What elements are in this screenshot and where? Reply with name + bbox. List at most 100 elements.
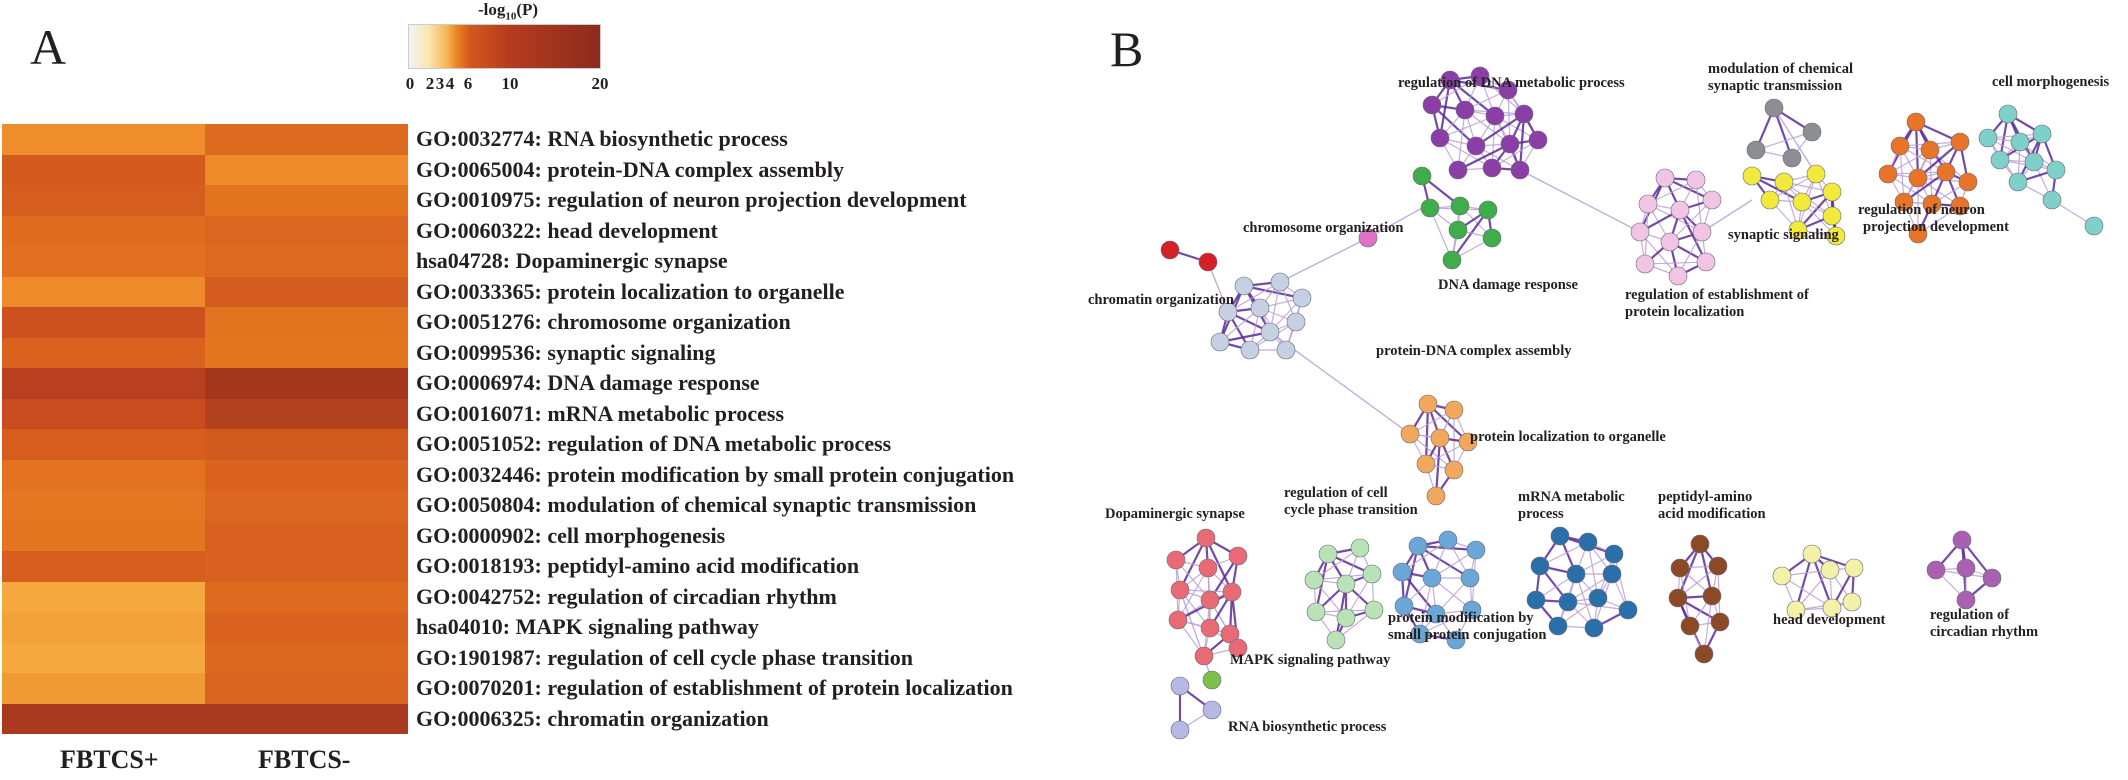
network-node xyxy=(1292,288,1312,308)
network-node xyxy=(1782,148,1802,168)
network-edge xyxy=(1431,104,1477,147)
label-head-development: head development xyxy=(1773,612,1886,628)
network-edge xyxy=(1449,79,1496,117)
network-node xyxy=(1550,526,1570,546)
network-edge xyxy=(1703,595,1713,655)
heatmap-row xyxy=(2,520,408,551)
network-node xyxy=(1680,616,1700,636)
network-node xyxy=(1558,592,1578,612)
color-scale-title-suffix: (P) xyxy=(516,0,539,19)
network-node xyxy=(1446,630,1466,650)
heatmap-row xyxy=(2,246,408,277)
network-edge xyxy=(1781,575,1833,609)
label-peptidyl-amino-2: acid modification xyxy=(1658,506,1766,522)
heatmap-row xyxy=(2,337,408,368)
network-node xyxy=(1196,528,1216,548)
cluster-dna-metabolic xyxy=(1422,66,1548,180)
network-edge xyxy=(1519,169,1641,233)
cluster-circadian xyxy=(1926,530,2002,610)
network-node xyxy=(1160,240,1180,260)
network-edge xyxy=(1701,199,1753,233)
label-establishment-localization-2: protein localization xyxy=(1625,304,1744,320)
cluster-small-protein xyxy=(1392,530,1486,650)
network-node xyxy=(2032,124,2052,144)
network-node xyxy=(1702,190,1722,210)
cluster-mapk xyxy=(1202,670,1222,690)
network-node xyxy=(1198,558,1218,578)
network-node xyxy=(1478,200,1498,220)
cluster-establishment-localization xyxy=(1630,168,1722,286)
heatmap-row xyxy=(2,154,408,185)
heatmap-cell-fbtcs-positive xyxy=(2,429,205,460)
network-node xyxy=(1400,424,1420,444)
network-node xyxy=(1202,700,1222,720)
network-edge xyxy=(1669,199,1713,243)
heatmap-cell-fbtcs-negative xyxy=(205,673,408,704)
network-edge xyxy=(1431,75,1481,106)
network-node xyxy=(1920,140,1940,160)
network-node xyxy=(1890,136,1910,156)
heatmap-cell-fbtcs-negative xyxy=(205,185,408,216)
heatmap-cell-fbtcs-positive xyxy=(2,551,205,582)
network-edge xyxy=(1773,107,1817,175)
network-node xyxy=(1498,80,1518,100)
color-scale-title: -log10(P) xyxy=(408,0,608,22)
network-node xyxy=(1200,618,1220,638)
panel-label-b: B xyxy=(1110,21,1144,77)
network-node xyxy=(1276,340,1296,360)
label-regulation-circadian-1: regulation of xyxy=(1930,607,2009,623)
scale-tick: 0 xyxy=(405,74,415,93)
network-node xyxy=(1394,596,1414,616)
network-node xyxy=(1788,220,1808,240)
cluster-peptidyl xyxy=(1668,534,1730,664)
heatmap-row xyxy=(2,612,408,643)
cluster-synaptic-signaling xyxy=(1742,164,1846,246)
network-node xyxy=(1500,134,1520,154)
network-node xyxy=(1588,588,1608,608)
network-node xyxy=(1906,112,1926,132)
network-node xyxy=(1362,564,1382,584)
cluster-cell-cycle xyxy=(1304,538,1384,650)
heatmap-cell-fbtcs-negative xyxy=(205,703,408,734)
network-edge xyxy=(1676,543,1702,599)
network-edge xyxy=(1205,537,1233,593)
heatmap-term-label: GO:0010975: regulation of neuron project… xyxy=(416,187,967,212)
network-node xyxy=(1510,160,1530,180)
label-dopaminergic-synapse: Dopaminergic synapse xyxy=(1105,506,1245,522)
network-node xyxy=(1578,532,1598,552)
network-node xyxy=(1655,168,1675,188)
network-edge xyxy=(1439,115,1496,139)
heatmap-term-label: GO:0033365: protein localization to orga… xyxy=(416,278,845,304)
network-node xyxy=(1618,600,1638,620)
network-node xyxy=(1630,222,1650,242)
network-node xyxy=(1530,556,1550,576)
heatmap-term-label: GO:0099536: synaptic signaling xyxy=(416,339,716,365)
cluster-chromosome xyxy=(1358,228,1378,248)
heatmap-cell-fbtcs-positive xyxy=(2,307,205,338)
network-node xyxy=(1792,192,1812,212)
network-node xyxy=(1466,136,1486,156)
network-node xyxy=(1950,196,1970,216)
network-node xyxy=(1982,568,2002,588)
heatmap-cell-fbtcs-negative xyxy=(205,642,408,673)
network-node xyxy=(1710,612,1730,632)
cluster-chemical-synaptic xyxy=(1746,98,1822,168)
network-node xyxy=(1638,194,1658,214)
label-peptidyl-amino-1: peptidyl-amino xyxy=(1658,489,1752,505)
network-node xyxy=(1584,618,1604,638)
network-node xyxy=(1444,400,1464,420)
cluster-organelle xyxy=(1400,394,1478,506)
heatmap-row xyxy=(2,398,408,429)
cluster-cell-morphogenesis xyxy=(1978,104,2104,236)
heatmap-cell-fbtcs-positive xyxy=(2,185,205,216)
network-node xyxy=(2008,172,2028,192)
network-edge xyxy=(1810,553,1834,609)
heatmap-cell-fbtcs-negative xyxy=(205,215,408,246)
network-node xyxy=(1528,130,1548,150)
heatmap-row xyxy=(2,215,408,246)
heatmap-cell-fbtcs-positive xyxy=(2,612,205,643)
network-node xyxy=(1218,302,1238,322)
network-node xyxy=(1198,252,1218,272)
network-node xyxy=(1956,558,1976,578)
heatmap-term-label: GO:0042752: regulation of circadian rhyt… xyxy=(416,583,837,609)
